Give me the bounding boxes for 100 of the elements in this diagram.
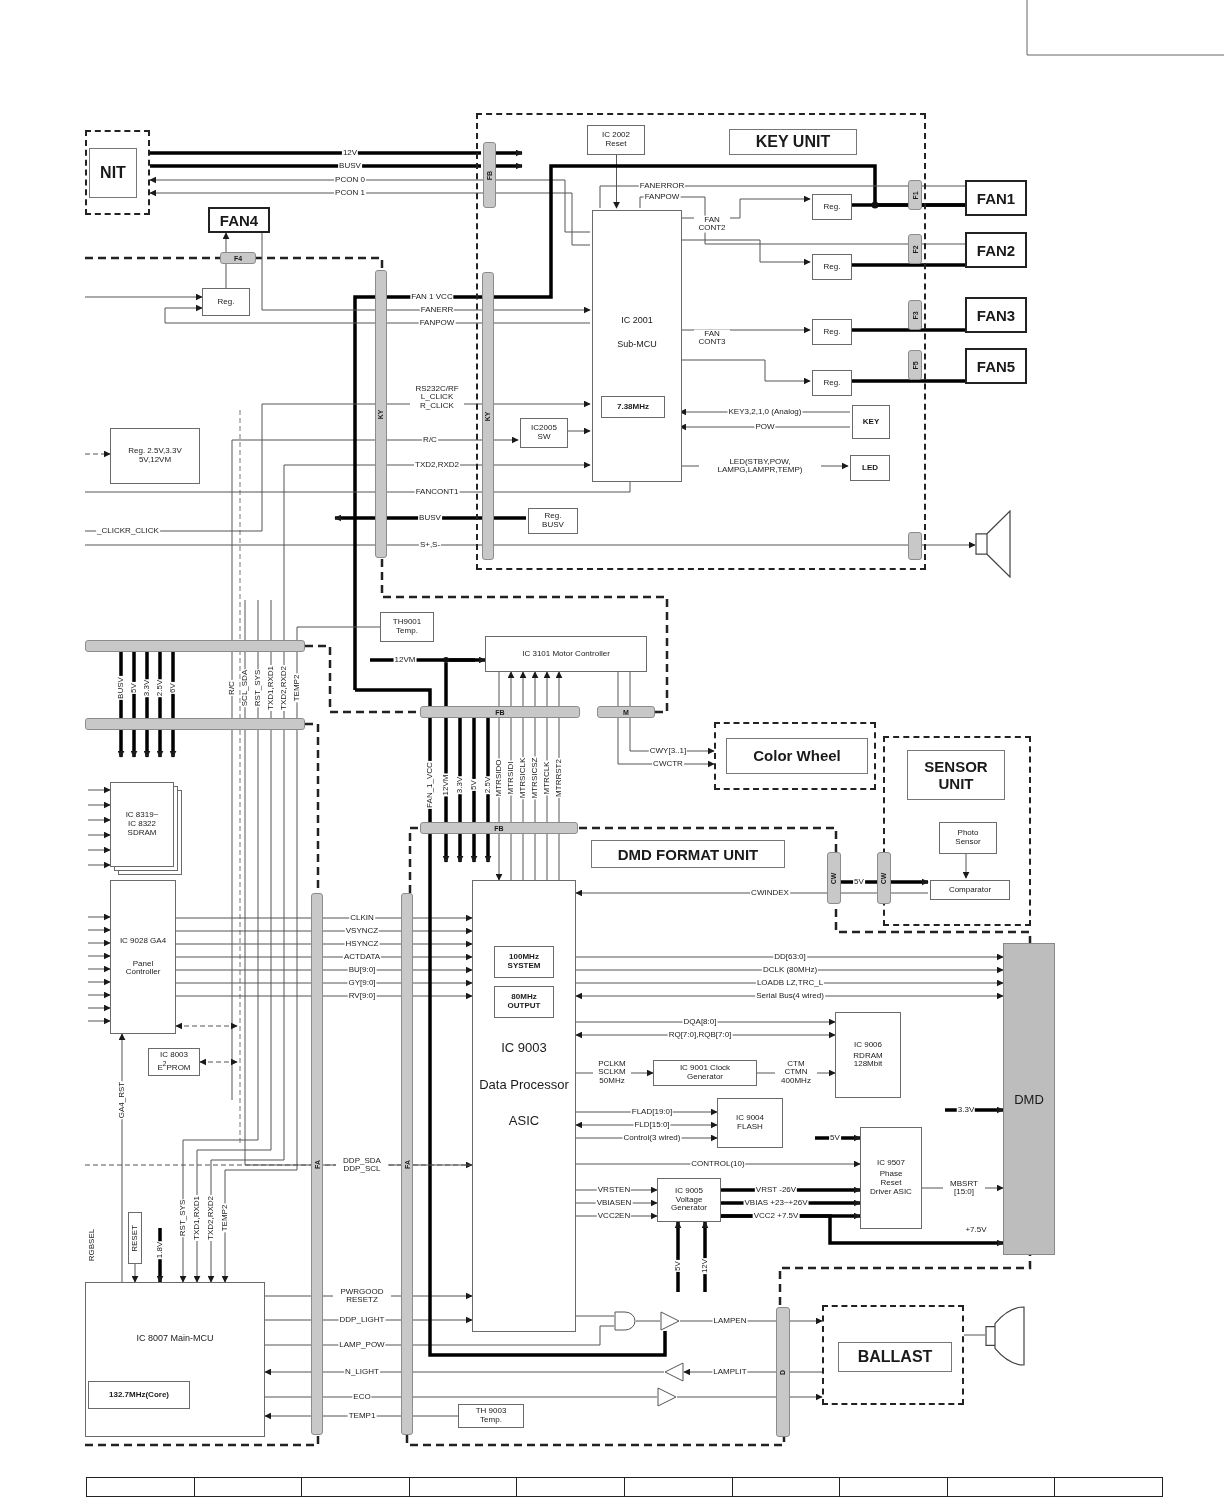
edge-label: TXD2,RXD2 — [414, 460, 460, 470]
edge-label: LAMPLIT — [712, 1367, 748, 1377]
edge-label: LED(STBY,POW, LAMPG,LAMPR,TEMP) — [699, 457, 821, 475]
unit-title: SENSOR UNIT — [907, 750, 1005, 800]
arrow — [87, 926, 111, 934]
edge-label: VCC2EN — [596, 1211, 632, 1221]
arrow — [334, 514, 375, 522]
component-box — [587, 125, 645, 155]
component-box — [812, 194, 852, 220]
unit-title: BALLAST — [838, 1342, 952, 1372]
edge-label: Serial Bus(4 wired) — [755, 991, 825, 1001]
edge-label: 5V — [673, 1260, 683, 1272]
dmd-block — [1003, 943, 1055, 1255]
connector-line — [355, 688, 667, 1357]
edge-label: PCON 0 — [334, 175, 366, 185]
component-box — [110, 428, 200, 484]
arrow — [484, 834, 492, 863]
arrow — [575, 992, 1004, 1000]
connector-bar — [908, 300, 922, 330]
component-label: Reg. BUSV — [541, 512, 565, 530]
edge-label: MTRSIDO — [494, 758, 504, 798]
edge-label: POW — [754, 422, 776, 432]
component-box — [494, 986, 554, 1018]
edge-label: MTRRST2 — [554, 758, 564, 798]
connector-bar — [908, 234, 922, 264]
lamp-icon — [985, 1305, 1025, 1367]
arrow — [156, 730, 164, 758]
edge-label: Control(3 wired) — [622, 1133, 682, 1143]
connector-line — [132, 652, 136, 718]
signal-label: _CLICKR_CLICK — [96, 526, 160, 536]
signal-label: GA4_RST — [117, 1080, 127, 1120]
signal-label: TEMP2 — [220, 1203, 230, 1233]
arrow — [87, 952, 111, 960]
arrow — [199, 1058, 238, 1066]
edge-label: TEMP2 — [292, 673, 302, 703]
edge-label: BUSV — [418, 513, 442, 523]
arrow — [175, 1022, 238, 1030]
edge-label: CONTROL(10) — [690, 1159, 746, 1169]
arrow — [456, 834, 464, 863]
edge-label: 12VM — [393, 655, 417, 665]
component-label: TH9001 Temp. — [391, 618, 423, 636]
connector-line — [171, 652, 175, 718]
component-box — [657, 1178, 721, 1222]
arrow — [87, 991, 111, 999]
edge-label: MTRSIDI — [506, 760, 516, 796]
edge-label: CWINDEX — [750, 888, 790, 898]
component-box — [939, 822, 997, 854]
edge-label: PCLKM SCLKM 50MHz — [593, 1060, 631, 1086]
unit-title: NIT — [89, 148, 137, 198]
arrow — [494, 162, 523, 170]
edge-label: DQA[8:0] — [682, 1017, 718, 1027]
connector-line — [850, 379, 965, 383]
signal-label: TXD2,RXD2 — [279, 665, 289, 711]
and-gate-symbol — [614, 1311, 636, 1331]
component-box — [852, 405, 890, 439]
arrow — [231, 436, 519, 1101]
component-label: Reg. — [823, 262, 841, 272]
connector-line — [850, 263, 965, 267]
component-label: IC 2002 Reset — [601, 131, 631, 149]
connector-line — [963, 1334, 986, 1336]
component-box — [110, 880, 176, 1034]
component-box — [812, 319, 852, 345]
connector-bar — [483, 142, 496, 208]
connector-line — [264, 1396, 658, 1398]
edge-label: 3.3V — [142, 678, 152, 698]
connector-line — [150, 151, 481, 155]
edge-label: N_LIGHT — [344, 1367, 380, 1377]
edge-label: DDP_SDA DDP_SCL — [336, 1156, 388, 1174]
edge-label: FANCONT1 — [414, 487, 460, 497]
edge-label: 12V — [341, 148, 359, 158]
arrow — [575, 953, 1004, 961]
component-label: RESET — [130, 1224, 140, 1252]
connector-line — [635, 1320, 661, 1322]
component-box — [592, 210, 682, 482]
edge-label: PCON 1 — [334, 188, 366, 198]
arrow — [470, 834, 478, 863]
component-label: IC 9005 Voltage Generator — [670, 1186, 708, 1214]
component-label: RDRAM 128Mbit — [852, 1051, 884, 1070]
connector-line — [444, 663, 448, 706]
connector-line — [575, 1315, 615, 1317]
edge-label: FANPOW — [643, 192, 681, 202]
edge-label: FANERR — [419, 305, 455, 315]
connector-bar — [311, 893, 323, 1435]
edge-label: 5V — [853, 877, 865, 887]
arrow — [674, 1221, 682, 1292]
edge-label: FAN CONT2 — [694, 215, 730, 233]
edge-label: MTRSICSZ — [530, 756, 540, 800]
edge-label: FAN CONT3 — [694, 329, 730, 347]
connector-bar — [776, 1307, 790, 1437]
unit-title: DMD FORMAT UNIT — [591, 840, 785, 868]
edge-label: RS232C/RF L_CLICK R_CLICK — [410, 385, 464, 411]
edge-label: LOADB LZ,TRC_L — [755, 978, 825, 988]
component-label: DMD — [1014, 1091, 1044, 1107]
component-box — [380, 612, 434, 642]
unit-title: KEY UNIT — [729, 129, 857, 155]
arrow — [84, 450, 111, 458]
fan-box: FAN3 — [965, 297, 1027, 333]
arrow — [87, 816, 111, 824]
arrow — [87, 939, 111, 947]
unit-title: Color Wheel — [726, 738, 868, 774]
